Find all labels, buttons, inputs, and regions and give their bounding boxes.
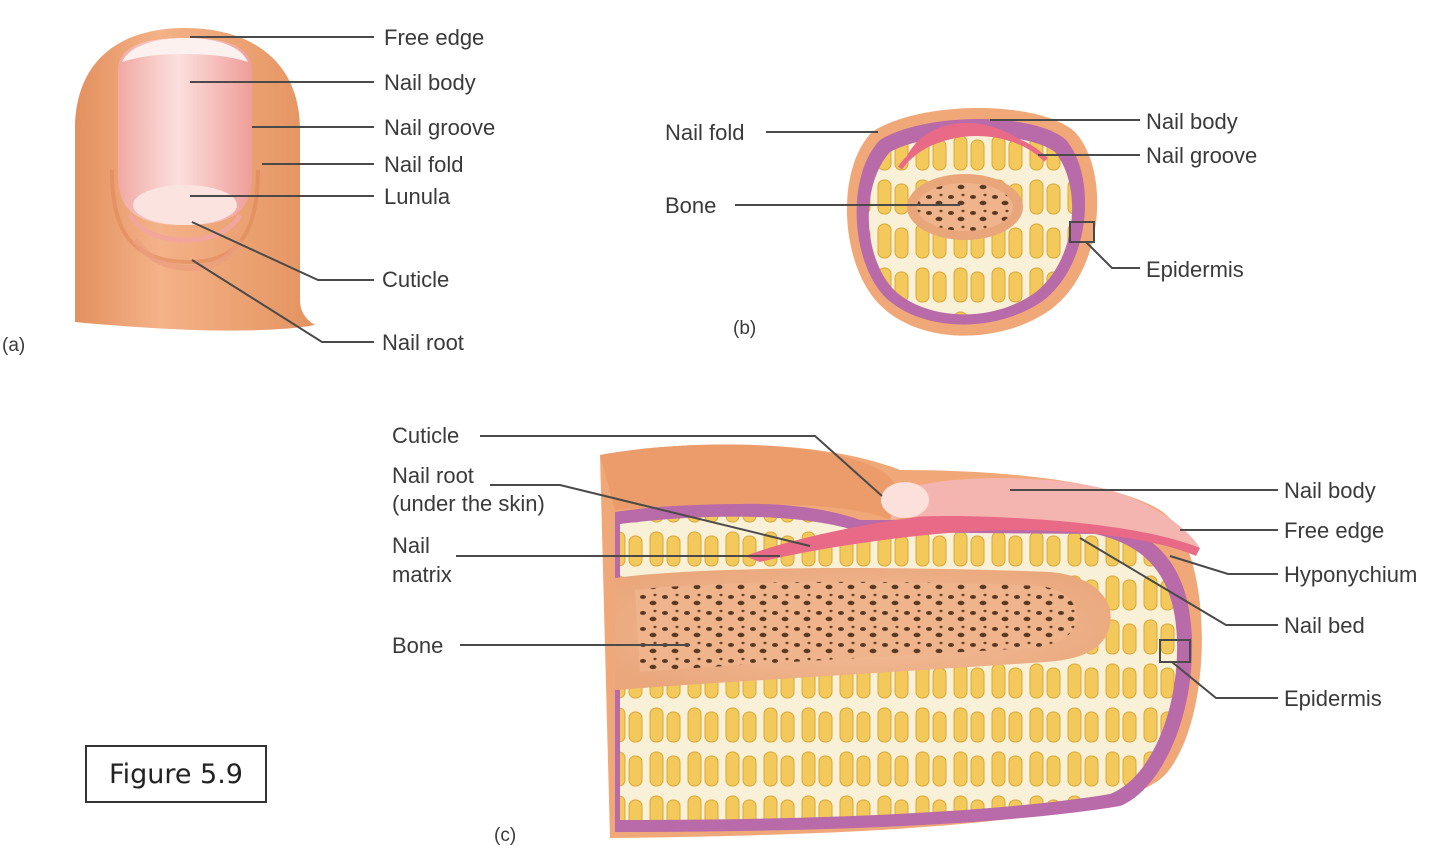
label-nail-root-c: Nail root: [392, 463, 474, 488]
proximal-nail-fold: [600, 444, 899, 520]
panel-b-labels: Nail fold Bone Nail body Nail groove Epi…: [665, 109, 1257, 339]
label-epidermis-b: Epidermis: [1146, 257, 1244, 282]
cuticle-shape: [127, 213, 243, 243]
label-nail-matrix-c-1: Nail: [392, 533, 430, 558]
nail-bed-b: [897, 131, 1048, 170]
label-nail-root-a: Nail root: [382, 330, 464, 355]
panel-a-illustration: [75, 28, 315, 331]
panel-a-labels: Free edge Nail body Nail groove Nail fol…: [2, 25, 495, 356]
nail-plate: [118, 38, 252, 225]
panel-c-leaders: [456, 435, 1278, 699]
label-nail-body-b: Nail body: [1146, 109, 1238, 134]
label-nail-fold-b: Nail fold: [665, 120, 744, 145]
label-epidermis-c: Epidermis: [1284, 686, 1382, 711]
bone-b-marrow: [917, 183, 1013, 231]
figure-title-box: Figure 5.9: [85, 745, 267, 803]
label-nail-groove-b: Nail groove: [1146, 143, 1257, 168]
label-free-edge-a: Free edge: [384, 25, 484, 50]
epidermis-bracket-c: [1159, 639, 1191, 663]
panel-b-illustration: [846, 108, 1098, 336]
label-nail-matrix-c-2: matrix: [392, 562, 452, 587]
label-bone-c: Bone: [392, 633, 443, 658]
nail-fold-shadow: [110, 169, 260, 265]
panel-label-c: (c): [494, 825, 516, 846]
panel-a-leaders: [190, 36, 374, 343]
panel-label-a: (a): [2, 335, 25, 356]
label-nail-groove-a: Nail groove: [384, 115, 495, 140]
label-nail-bed-c: Nail bed: [1284, 613, 1365, 638]
panel-b-leaders: [735, 119, 1140, 269]
label-nail-body-c: Nail body: [1284, 478, 1376, 503]
cuticle-shape-c: [881, 482, 929, 518]
panel-label-b: (b): [733, 318, 756, 339]
nail-plate-b: [905, 122, 1040, 160]
label-lunula-a: Lunula: [384, 184, 451, 209]
label-cuticle-a: Cuticle: [382, 267, 449, 292]
panel-c-labels: Cuticle Nail root (under the skin) Nail …: [392, 423, 1417, 846]
lunula-shape: [133, 185, 237, 225]
bone-marrow-c: [635, 581, 1077, 672]
nail-root-shade: [132, 238, 243, 272]
label-nail-body-a: Nail body: [384, 70, 476, 95]
panel-c-illustration: [600, 444, 1202, 838]
nail-body-upper: [890, 478, 1200, 548]
epidermis-bracket-b: [1069, 221, 1095, 243]
figure-title: Figure 5.9: [109, 758, 243, 790]
label-free-edge-c: Free edge: [1284, 518, 1384, 543]
label-cuticle-c: Cuticle: [392, 423, 459, 448]
label-nail-fold-a: Nail fold: [384, 152, 463, 177]
label-hyponychium-c: Hyponychium: [1284, 562, 1417, 587]
label-nail-root-note-c: (under the skin): [392, 491, 545, 516]
free-edge-shape: [122, 38, 248, 62]
label-bone-b: Bone: [665, 193, 716, 218]
